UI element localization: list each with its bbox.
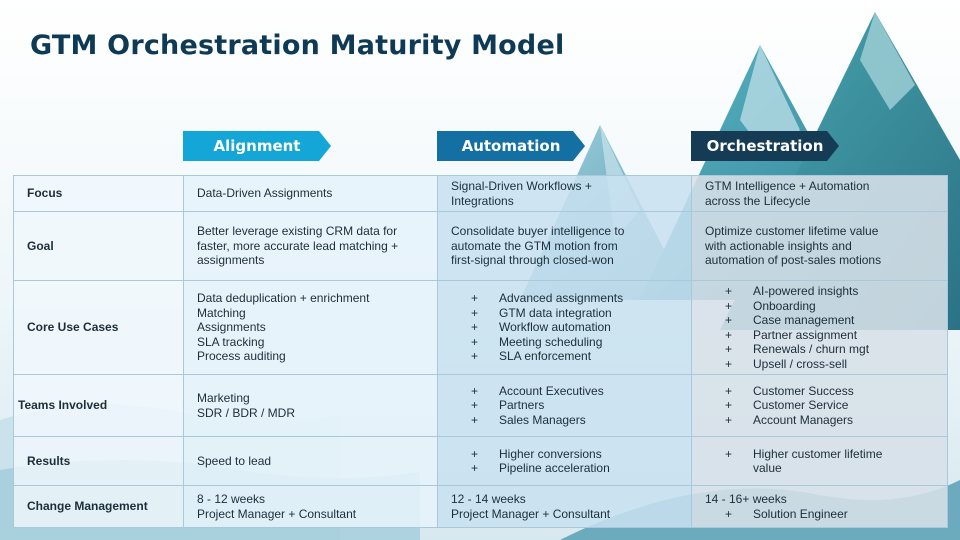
bullet-list: Solution Engineer: [705, 507, 941, 522]
list-item: Customer Service: [705, 398, 941, 413]
goal-automation-cell: Consolidate buyer intelligence to automa…: [437, 211, 692, 281]
focus-alignment-cell: Data-Driven Assignments: [183, 175, 438, 212]
text-line: SLA tracking: [197, 334, 265, 349]
goal-alignment-cell: Better leverage existing CRM data for fa…: [183, 211, 438, 281]
results-automation-cell: Higher conversions Pipeline acceleration: [437, 436, 692, 486]
bullet-list: Higher conversions Pipeline acceleration: [451, 447, 685, 476]
list-item: Higher customer lifetime value: [705, 447, 893, 476]
teams-alignment-cell: Marketing SDR / BDR / MDR: [183, 374, 438, 437]
text-line: Data-Driven Assignments: [197, 186, 333, 201]
text-line: first-signal through closed-won: [451, 253, 614, 268]
phase-label-alignment: Alignment: [183, 131, 331, 161]
text-line: Data deduplication + enrichment: [197, 291, 370, 306]
list-item: Renewals / churn mgt: [705, 342, 941, 357]
text-line: 12 - 14 weeks: [451, 492, 526, 506]
phase-label-orchestration: Orchestration: [691, 131, 839, 161]
table-row-change-management: Change Management 8 - 12 weeks Project M…: [13, 485, 948, 528]
list-item: Partner assignment: [705, 328, 941, 343]
text-line: Assignments: [197, 320, 266, 335]
list-item: Account Executives: [451, 384, 685, 399]
text-line: Optimize customer lifetime value: [705, 224, 879, 239]
row-label-change-management: Change Management: [13, 485, 184, 528]
list-item: Advanced assignments: [451, 291, 685, 306]
text-line: Project Manager + Consultant: [451, 506, 611, 521]
focus-automation-cell: Signal-Driven Workflows + Integrations: [437, 175, 692, 212]
text-line: with actionable insights and: [705, 238, 852, 253]
list-item: Account Managers: [705, 413, 941, 428]
maturity-table: Focus Data-Driven Assignments Signal-Dri…: [13, 175, 948, 528]
list-item: Case management: [705, 313, 941, 328]
list-item: Higher conversions: [451, 447, 685, 462]
text-line: Matching: [197, 305, 246, 320]
results-alignment-cell: Speed to lead: [183, 436, 438, 486]
table-row-results: Results Speed to lead Higher conversions…: [13, 436, 948, 486]
text-line: automation of post-sales motions: [705, 253, 882, 268]
table-row-core-use-cases: Core Use Cases Data deduplication + enri…: [13, 280, 948, 375]
text-line: Better leverage existing CRM data for: [197, 224, 398, 239]
text-line: Integrations: [451, 193, 514, 208]
teams-orchestration-cell: Customer Success Customer Service Accoun…: [691, 374, 948, 437]
text-line: Signal-Driven Workflows +: [451, 179, 592, 193]
goal-orchestration-cell: Optimize customer lifetime value with ac…: [691, 211, 948, 281]
core-automation-cell: Advanced assignments GTM data integratio…: [437, 280, 692, 375]
row-label-results: Results: [13, 436, 184, 486]
text-line: GTM Intelligence + Automation: [705, 179, 870, 193]
results-orchestration-cell: Higher customer lifetime value: [691, 436, 948, 486]
slide-title: GTM Orchestration Maturity Model: [30, 30, 565, 61]
change-alignment-cell: 8 - 12 weeks Project Manager + Consultan…: [183, 485, 438, 528]
row-label-goal: Goal: [13, 211, 184, 281]
text-line: 8 - 12 weeks: [197, 492, 266, 506]
core-orchestration-cell: AI-powered insights Onboarding Case mana…: [691, 280, 948, 375]
list-item: Workflow automation: [451, 320, 685, 335]
text-line: assignments: [197, 253, 265, 268]
phase-label-automation: Automation: [437, 131, 585, 161]
bullet-list: Account Executives Partners Sales Manage…: [451, 384, 685, 428]
list-item: Solution Engineer: [705, 507, 941, 522]
text-line: faster, more accurate lead matching +: [197, 238, 399, 253]
bullet-list: AI-powered insights Onboarding Case mana…: [705, 284, 941, 371]
list-item: Onboarding: [705, 299, 941, 314]
list-item: Meeting scheduling: [451, 335, 685, 350]
list-item: Partners: [451, 398, 685, 413]
table-row-teams-involved: Teams Involved Marketing SDR / BDR / MDR…: [13, 374, 948, 437]
list-item: Upsell / cross-sell: [705, 357, 941, 372]
list-item: GTM data integration: [451, 306, 685, 321]
list-item: Customer Success: [705, 384, 941, 399]
change-automation-cell: 12 - 14 weeks Project Manager + Consulta…: [437, 485, 692, 528]
focus-orchestration-cell: GTM Intelligence + Automation across the…: [691, 175, 948, 212]
table-row-goal: Goal Better leverage existing CRM data f…: [13, 211, 948, 281]
core-alignment-cell: Data deduplication + enrichment Matching…: [183, 280, 438, 375]
text-line: Process auditing: [197, 349, 286, 364]
row-label-focus: Focus: [13, 175, 184, 212]
text-line: 14 - 16+ weeks: [705, 492, 787, 506]
text-line: Marketing: [197, 391, 250, 405]
text-line: Speed to lead: [197, 453, 272, 468]
list-item: AI-powered insights: [705, 284, 941, 299]
bullet-list: Advanced assignments GTM data integratio…: [451, 291, 685, 364]
text-line: automate the GTM motion from: [451, 238, 618, 253]
row-label-teams-involved: Teams Involved: [13, 374, 184, 437]
list-item: SLA enforcement: [451, 349, 685, 364]
list-item: Sales Managers: [451, 413, 685, 428]
list-item: Pipeline acceleration: [451, 461, 685, 476]
change-orchestration-cell: 14 - 16+ weeks Solution Engineer: [691, 485, 948, 528]
text-line: Consolidate buyer intelligence to: [451, 224, 625, 239]
table-row-focus: Focus Data-Driven Assignments Signal-Dri…: [13, 175, 948, 212]
text-line: Project Manager + Consultant: [197, 506, 357, 521]
text-line: SDR / BDR / MDR: [197, 405, 296, 420]
bullet-list: Higher customer lifetime value: [705, 447, 941, 476]
teams-automation-cell: Account Executives Partners Sales Manage…: [437, 374, 692, 437]
row-label-core-use-cases: Core Use Cases: [13, 280, 184, 375]
bullet-list: Customer Success Customer Service Accoun…: [705, 384, 941, 428]
text-line: across the Lifecycle: [705, 193, 811, 208]
